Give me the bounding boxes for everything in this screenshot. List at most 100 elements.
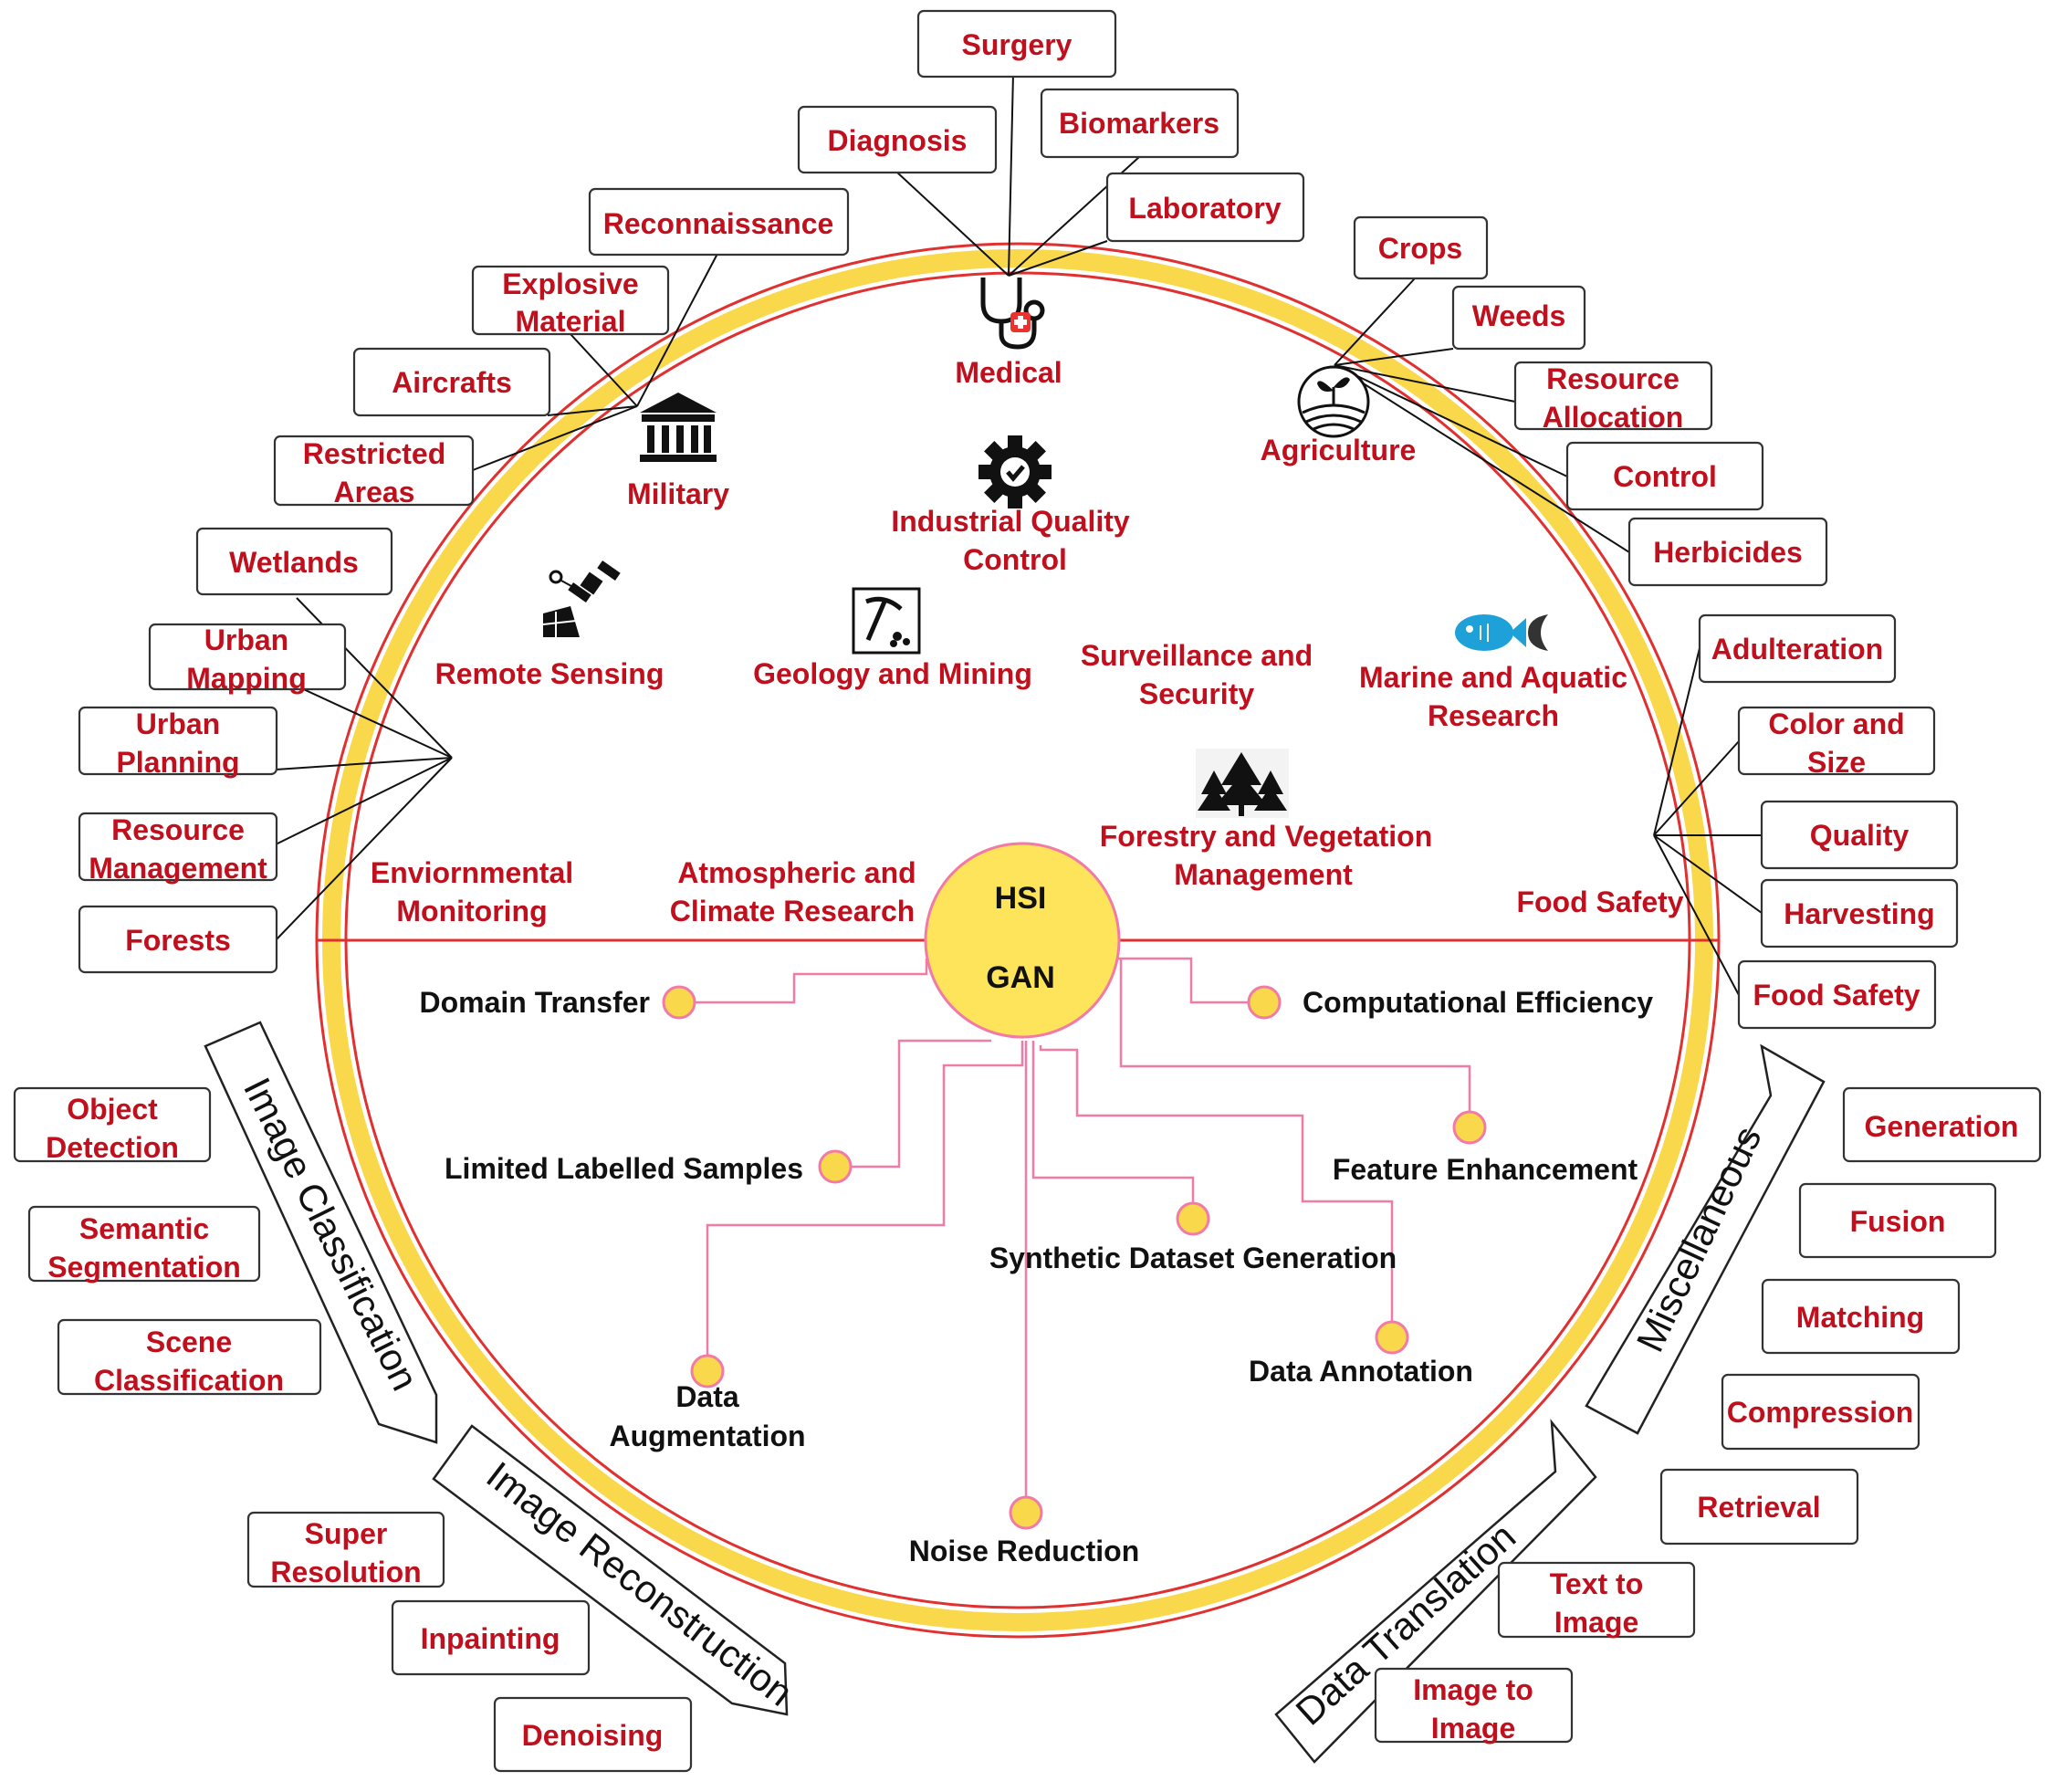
svg-text:Quality: Quality	[1810, 819, 1910, 852]
svg-text:Color and: Color and	[1768, 707, 1904, 740]
svg-text:Image: Image	[1431, 1712, 1515, 1745]
domain-industrial-line1: Industrial Quality	[891, 505, 1130, 538]
domain-geology-mining: Geology and Mining	[753, 657, 1032, 690]
center-node: HSI GAN	[924, 842, 1121, 1039]
box-explosive-material: Explosive Material	[471, 265, 670, 338]
box-biomarkers: Biomarkers	[1040, 88, 1240, 159]
challenge-dots	[662, 985, 1487, 1530]
box-resource-allocation: Resource Allocation	[1513, 361, 1713, 434]
box-aircrafts: Aircrafts	[352, 347, 551, 417]
box-fusion: Fusion	[1798, 1182, 1997, 1259]
svg-text:Weeds: Weeds	[1472, 299, 1566, 332]
box-control: Control	[1565, 441, 1764, 511]
challenge-data-annotation: Data Annotation	[1249, 1355, 1473, 1388]
svg-text:Laboratory: Laboratory	[1128, 192, 1281, 225]
domain-marine-line2: Research	[1428, 699, 1559, 732]
svg-text:Wetlands: Wetlands	[229, 546, 359, 579]
svg-text:Herbicides: Herbicides	[1653, 536, 1803, 569]
medical-connectors	[895, 72, 1140, 277]
svg-text:Text to: Text to	[1550, 1567, 1644, 1600]
museum-icon	[640, 393, 717, 462]
domain-marine-line1: Marine and Aquatic	[1359, 661, 1627, 694]
svg-text:Resource: Resource	[111, 813, 245, 846]
svg-text:Urban: Urban	[136, 707, 220, 740]
box-generation: Generation	[1842, 1086, 2042, 1163]
svg-text:Scene: Scene	[146, 1326, 232, 1358]
center-top-label: HSI	[995, 881, 1047, 916]
box-scene-classification: Scene Classification	[57, 1318, 322, 1397]
domain-atmospheric-line2: Climate Research	[670, 895, 916, 927]
domain-military: Military	[627, 477, 729, 510]
box-matching: Matching	[1761, 1278, 1961, 1355]
svg-text:Mapping: Mapping	[186, 662, 307, 695]
box-semantic-segmentation: Semantic Segmentation	[27, 1205, 261, 1284]
svg-text:Crops: Crops	[1378, 232, 1462, 265]
center-bottom-label: GAN	[986, 960, 1055, 995]
svg-text:Explosive: Explosive	[502, 267, 638, 300]
box-crops: Crops	[1353, 215, 1489, 280]
svg-text:Object: Object	[67, 1093, 158, 1126]
challenge-feature-enhancement: Feature Enhancement	[1333, 1153, 1638, 1186]
challenge-domain-transfer: Domain Transfer	[419, 986, 650, 1019]
svg-text:Planning: Planning	[116, 746, 239, 779]
box-retrieval: Retrieval	[1659, 1468, 1859, 1546]
box-denoising: Denoising	[493, 1696, 693, 1773]
svg-text:Control: Control	[1613, 460, 1717, 493]
domain-forestry-line1: Forestry and Vegetation	[1100, 820, 1433, 853]
challenge-data-augmentation-line2: Augmentation	[609, 1420, 805, 1452]
domain-medical: Medical	[955, 356, 1062, 389]
svg-text:Forests: Forests	[125, 924, 231, 957]
challenge-limited-labelled-samples: Limited Labelled Samples	[445, 1152, 803, 1185]
svg-text:Compression: Compression	[1727, 1396, 1913, 1429]
svg-text:Resolution: Resolution	[270, 1556, 421, 1588]
pine-trees-icon	[1196, 749, 1289, 818]
svg-text:Fusion: Fusion	[1850, 1205, 1946, 1238]
svg-text:Food Safety: Food Safety	[1753, 979, 1920, 1011]
box-compression: Compression	[1721, 1373, 1920, 1451]
box-text-to-image: Text to Image	[1497, 1561, 1696, 1639]
box-harvesting: Harvesting	[1760, 878, 1959, 948]
svg-text:Restricted: Restricted	[303, 437, 446, 470]
domain-industrial-line2: Control	[963, 543, 1067, 576]
svg-text:Aircrafts: Aircrafts	[392, 366, 512, 399]
domain-food-safety: Food Safety	[1516, 886, 1683, 918]
pickaxe-icon	[852, 587, 921, 655]
svg-text:Diagnosis: Diagnosis	[828, 124, 968, 157]
svg-text:Size: Size	[1807, 746, 1866, 779]
domain-agriculture: Agriculture	[1261, 434, 1417, 466]
svg-text:Matching: Matching	[1796, 1301, 1924, 1334]
leaf-globe-icon	[1297, 365, 1370, 438]
box-weeds: Weeds	[1451, 285, 1586, 351]
box-object-detection: Object Detection	[13, 1086, 212, 1164]
domain-remote-sensing: Remote Sensing	[435, 657, 664, 690]
challenge-noise-reduction: Noise Reduction	[909, 1535, 1139, 1567]
svg-text:Urban: Urban	[204, 624, 288, 656]
domain-environmental-line2: Monitoring	[396, 895, 547, 927]
satellite-icon	[542, 561, 621, 637]
svg-text:Allocation: Allocation	[1543, 401, 1684, 434]
challenge-data-augmentation-line1: Data	[675, 1380, 739, 1413]
box-laboratory: Laboratory	[1105, 172, 1305, 243]
svg-text:Surgery: Surgery	[962, 28, 1073, 61]
challenge-synthetic-dataset-generation: Synthetic Dataset Generation	[989, 1242, 1397, 1274]
svg-text:Semantic: Semantic	[79, 1212, 209, 1245]
svg-text:Areas: Areas	[334, 476, 415, 508]
box-restricted-areas: Restricted Areas	[273, 435, 475, 508]
svg-text:Biomarkers: Biomarkers	[1059, 107, 1219, 140]
svg-text:Management: Management	[89, 852, 267, 885]
svg-text:Detection: Detection	[46, 1131, 179, 1164]
domain-surveillance-line1: Surveillance and	[1081, 639, 1313, 672]
box-urban-planning: Urban Planning	[78, 706, 278, 779]
stethoscope-icon	[980, 278, 1045, 350]
box-inpainting: Inpainting	[391, 1599, 591, 1676]
box-herbicides: Herbicides	[1627, 517, 1828, 587]
svg-text:Material: Material	[516, 305, 626, 338]
svg-text:Segmentation: Segmentation	[47, 1251, 241, 1284]
military-connectors	[472, 253, 718, 471]
domain-surveillance-line2: Security	[1139, 677, 1254, 710]
svg-text:Reconnaissance: Reconnaissance	[603, 207, 834, 240]
box-adulteration: Adulteration	[1698, 613, 1897, 684]
box-resource-management: Resource Management	[78, 812, 278, 885]
